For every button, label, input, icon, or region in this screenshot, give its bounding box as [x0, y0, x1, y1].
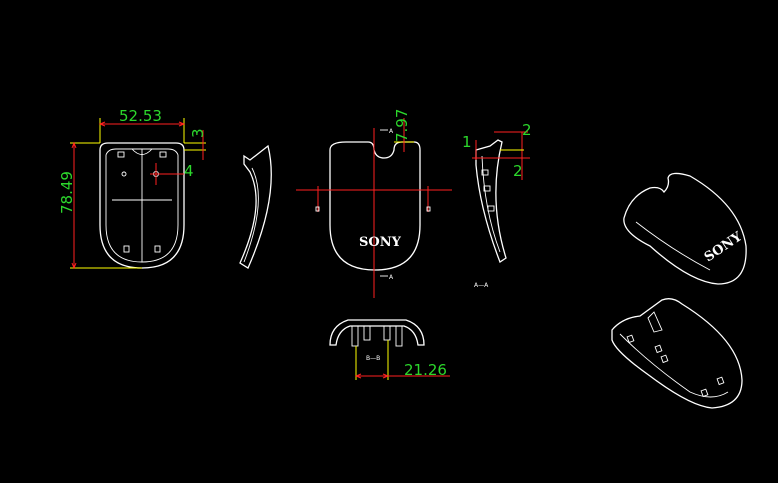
dim-top-offset: 3 — [189, 128, 207, 138]
dim-section-width: 21.26 — [404, 361, 447, 379]
plan-view — [99, 142, 185, 269]
side-view — [239, 144, 272, 269]
isometric-bottom-view — [611, 298, 743, 409]
marker-a-bottom: A — [389, 274, 394, 281]
brand-logo-front: SONY — [359, 235, 402, 250]
section-a-view — [472, 131, 530, 263]
dim-width: 52.53 — [119, 107, 162, 125]
section-b-view — [329, 319, 450, 380]
dim-section-top: 2 — [522, 121, 532, 139]
dim-front-height: 7.97 — [393, 109, 411, 142]
section-aa-label: A—A — [474, 282, 489, 289]
plan-view-dimensions — [70, 118, 206, 270]
dim-section-left: 1 — [462, 133, 472, 151]
front-view — [296, 118, 452, 298]
dim-height: 78.49 — [58, 171, 76, 214]
dim-hole-offset: 4 — [184, 162, 194, 180]
marker-a-top: A — [389, 128, 394, 135]
dim-section-right: 2 — [513, 162, 523, 180]
isometric-top-view — [623, 172, 747, 285]
section-bb-label: B—B — [366, 355, 380, 362]
brand-logo-isometric: SONY — [702, 229, 746, 265]
